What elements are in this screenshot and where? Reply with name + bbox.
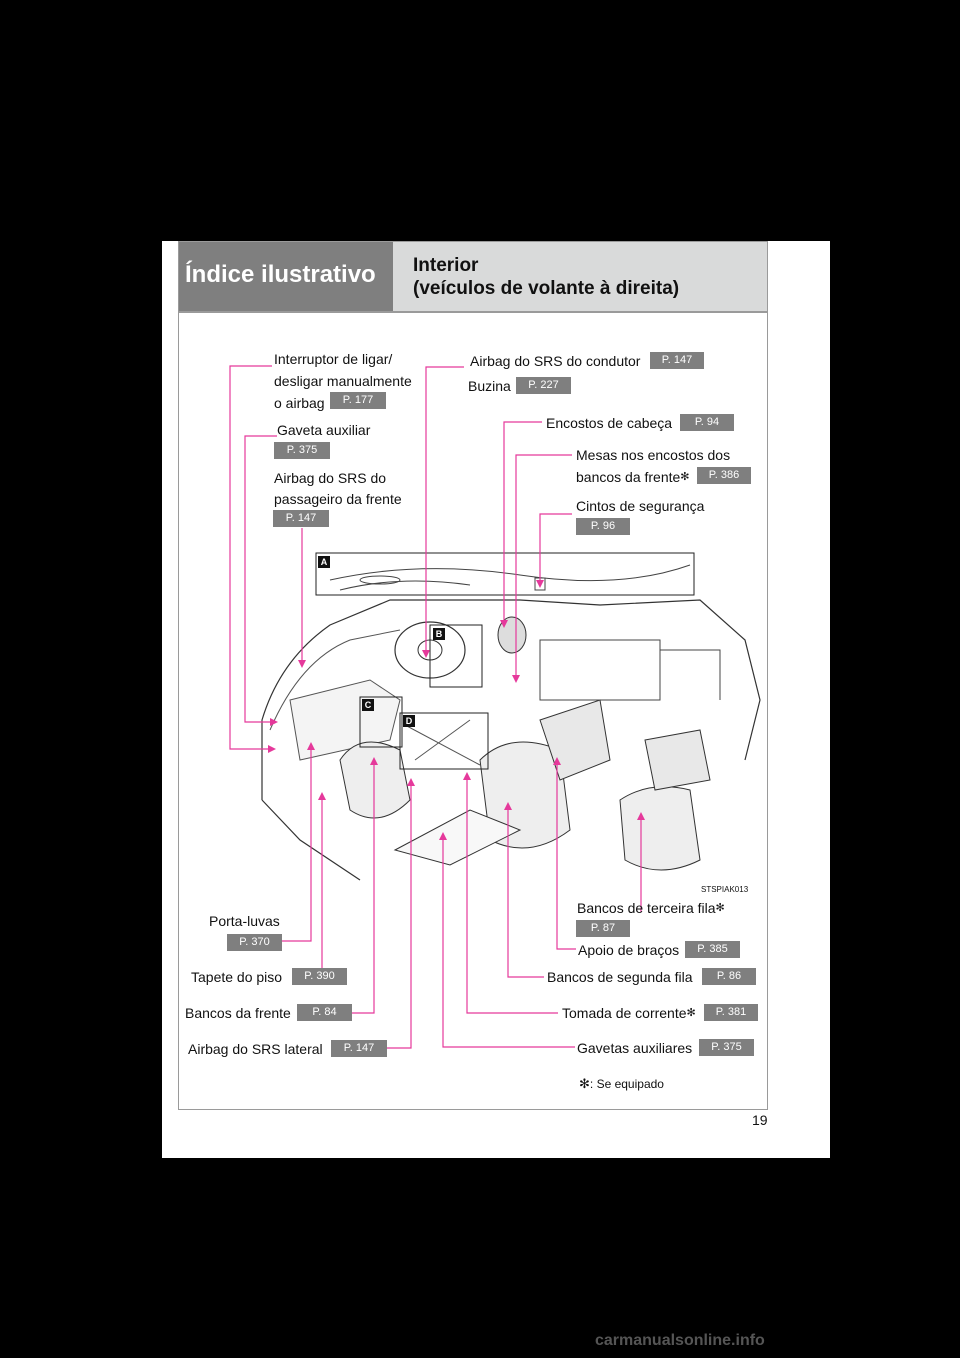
section-title: Índice ilustrativo xyxy=(185,261,376,288)
page-ref-tomada: P. 381 xyxy=(704,1004,758,1021)
page-ref-encostos: P. 94 xyxy=(680,414,734,431)
page-ref-gaveta: P. 375 xyxy=(274,442,330,459)
label-porta-luvas: Porta-luvas xyxy=(209,913,280,929)
content-frame xyxy=(178,241,768,1110)
label-bancos-frente: Bancos da frente xyxy=(185,1005,291,1021)
label-airbag-lateral: Airbag do SRS lateral xyxy=(188,1041,323,1057)
page-ref-porta-luvas: P. 370 xyxy=(227,934,282,951)
asterisk-icon: ✻ xyxy=(680,471,690,483)
label-airbag-passageiro-line1: Airbag do SRS do xyxy=(274,470,387,486)
page-number: 19 xyxy=(752,1112,768,1128)
label-interruptor-line1: Interruptor de ligar/ xyxy=(274,351,393,367)
marker-b: B xyxy=(433,628,445,640)
asterisk-icon: ✻ xyxy=(579,1076,590,1091)
label-apoio: Apoio de braços xyxy=(578,942,680,958)
label-encostos: Encostos de cabeça xyxy=(546,415,673,431)
header-divider xyxy=(179,311,767,313)
label-interruptor-line2: desligar manualmente xyxy=(274,373,412,389)
page-ref-apoio: P. 385 xyxy=(685,941,740,958)
label-cintos: Cintos de segurança xyxy=(576,498,705,514)
marker-c: C xyxy=(362,699,374,711)
page-ref-airbag-condutor: P. 147 xyxy=(650,352,704,369)
page-header: Interior (veículos de volante à direita) xyxy=(393,242,767,311)
page-ref-bancos-frente: P. 84 xyxy=(297,1004,352,1021)
label-terceira: Bancos de terceira fila✻ xyxy=(577,900,725,916)
label-terceira-text: Bancos de terceira fila xyxy=(577,900,716,916)
page-ref-segunda: P. 86 xyxy=(702,968,756,985)
label-gavetas: Gavetas auxiliares xyxy=(577,1040,693,1056)
page-ref-buzina: P. 227 xyxy=(516,377,571,394)
asterisk-icon: ✻ xyxy=(715,902,725,914)
label-mesas-text: bancos da frente xyxy=(576,469,681,485)
label-mesas-line2: bancos da frente✻ xyxy=(576,469,690,485)
marker-a: A xyxy=(318,556,330,568)
page-ref-cintos: P. 96 xyxy=(576,518,630,535)
footnote: ✻: Se equipado xyxy=(579,1076,664,1092)
image-code: STSPIAK013 xyxy=(701,885,749,894)
label-tomada-text: Tomada de corrente xyxy=(562,1005,687,1021)
label-airbag-condutor: Airbag do SRS do condutor xyxy=(470,353,641,369)
page-ref-tapete: P. 390 xyxy=(292,968,347,985)
page-title-line2: (veículos de volante à direita) xyxy=(413,278,680,299)
section-header: Índice ilustrativo xyxy=(179,242,393,311)
page-ref-airbag-passageiro: P. 147 xyxy=(273,510,329,527)
marker-d: D xyxy=(403,715,415,727)
page-ref-interruptor: P. 177 xyxy=(330,392,386,409)
label-airbag-passageiro-line2: passageiro da frente xyxy=(274,491,402,507)
label-tapete: Tapete do piso xyxy=(191,969,283,985)
page-ref-mesas: P. 386 xyxy=(697,467,751,484)
page-ref-terceira: P. 87 xyxy=(576,920,630,937)
footnote-text: : Se equipado xyxy=(589,1077,664,1091)
label-interruptor-line3: o airbag xyxy=(274,395,325,411)
label-gaveta: Gaveta auxiliar xyxy=(277,422,371,438)
page-ref-gavetas: P. 375 xyxy=(699,1039,754,1056)
asterisk-icon: ✻ xyxy=(686,1007,696,1019)
watermark: carmanualsonline.info xyxy=(595,1332,765,1349)
label-segunda: Bancos de segunda fila xyxy=(547,969,693,985)
page-title-line1: Interior xyxy=(413,255,479,276)
label-tomada: Tomada de corrente✻ xyxy=(562,1005,696,1021)
label-mesas-line1: Mesas nos encostos dos xyxy=(576,447,731,463)
page-ref-airbag-lateral: P. 147 xyxy=(331,1040,387,1057)
label-buzina: Buzina xyxy=(468,378,511,394)
